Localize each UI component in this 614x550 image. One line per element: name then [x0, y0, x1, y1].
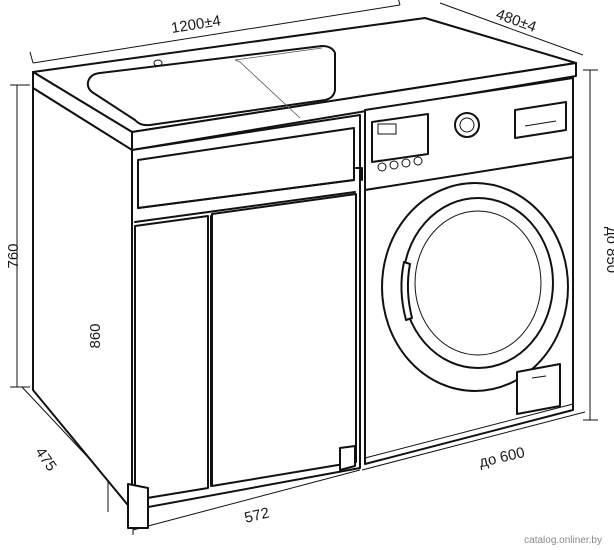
washing-machine: [364, 77, 574, 465]
dim-width-machine: до 600: [478, 444, 527, 471]
dim-height-cabinet: 760: [5, 243, 22, 268]
machine-button-2: [389, 160, 399, 170]
dim-depth-top: 480±4: [494, 6, 539, 36]
countertop: [32, 17, 577, 151]
program-knob: [454, 112, 480, 138]
cabinet: [32, 87, 363, 529]
dim-width-cabinet: 572: [243, 505, 271, 527]
dim-depth-side: 475: [32, 444, 60, 474]
dim-width-top: 1200±4: [170, 12, 222, 37]
dim-height-machine: до 850: [603, 227, 614, 273]
machine-button-1: [377, 162, 387, 172]
machine-button-3: [401, 158, 411, 168]
dim-height-front: 860: [87, 323, 104, 348]
machine-button-4: [413, 156, 423, 166]
watermark: catalog.onliner.by: [524, 535, 602, 546]
